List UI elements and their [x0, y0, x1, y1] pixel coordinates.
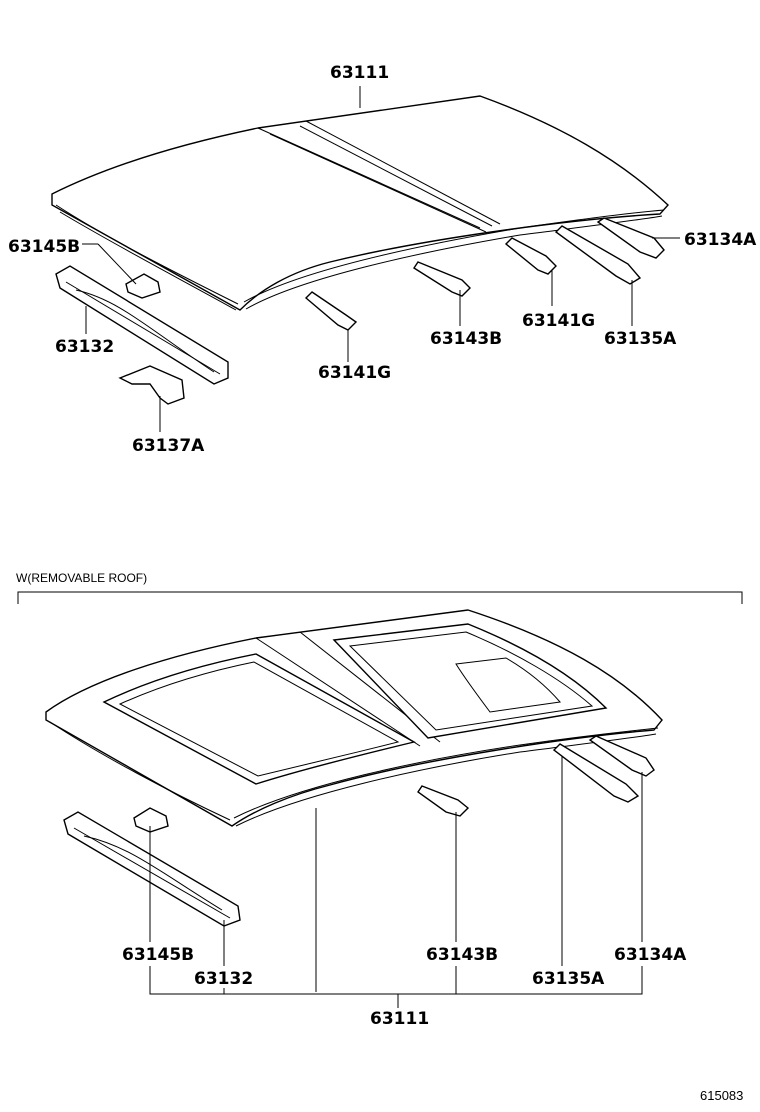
top-leader-lines — [82, 86, 680, 432]
label-top-63137a: 63137A — [132, 436, 205, 456]
top-rail-rear — [55, 265, 229, 385]
label-top-63111: 63111 — [330, 63, 389, 83]
right-roof-opening — [332, 623, 608, 739]
label-top-63141g-right: 63141G — [522, 311, 595, 331]
removable-roof-assembly — [45, 609, 663, 927]
label-removable-63135a: 63135A — [532, 969, 605, 989]
removable-bow-center — [417, 785, 470, 817]
top-labels: 63111 63145B 63132 63137A 63141G 63143B … — [8, 63, 757, 456]
removable-panel-b — [133, 807, 169, 833]
label-removable-63132: 63132 — [194, 969, 253, 989]
top-bow-right — [504, 237, 557, 275]
removable-leader-lines — [149, 756, 643, 1008]
label-removable-63143b: 63143B — [426, 945, 498, 965]
removable-rail-end — [588, 735, 655, 777]
top-roof-assembly — [51, 95, 669, 405]
label-top-63135a: 63135A — [604, 329, 677, 349]
diagram-code: 615083 — [700, 1088, 743, 1103]
top-roof-panel — [51, 95, 669, 311]
removable-rail-rear — [63, 811, 241, 927]
label-top-63134a: 63134A — [684, 230, 757, 250]
label-top-63132: 63132 — [55, 337, 114, 357]
top-bow-center — [413, 261, 471, 297]
label-top-63141g-left: 63141G — [318, 363, 391, 383]
label-top-63145b: 63145B — [8, 237, 80, 257]
left-roof-opening — [102, 653, 416, 785]
section-bracket-line — [17, 591, 743, 604]
top-rail-front — [554, 225, 642, 285]
top-bow-left — [304, 291, 358, 331]
removable-labels: 63145B 63132 63143B 63135A 63134A 63111 — [122, 945, 687, 1029]
label-removable-63145b: 63145B — [122, 945, 194, 965]
removable-rail-front — [552, 743, 640, 803]
top-bracket — [118, 365, 185, 405]
label-removable-63134a: 63134A — [614, 945, 687, 965]
label-top-63143b: 63143B — [430, 329, 502, 349]
label-removable-63111: 63111 — [370, 1009, 429, 1029]
top-panel-b — [125, 273, 161, 299]
removable-roof-title: W(REMOVABLE ROOF) — [16, 571, 147, 585]
